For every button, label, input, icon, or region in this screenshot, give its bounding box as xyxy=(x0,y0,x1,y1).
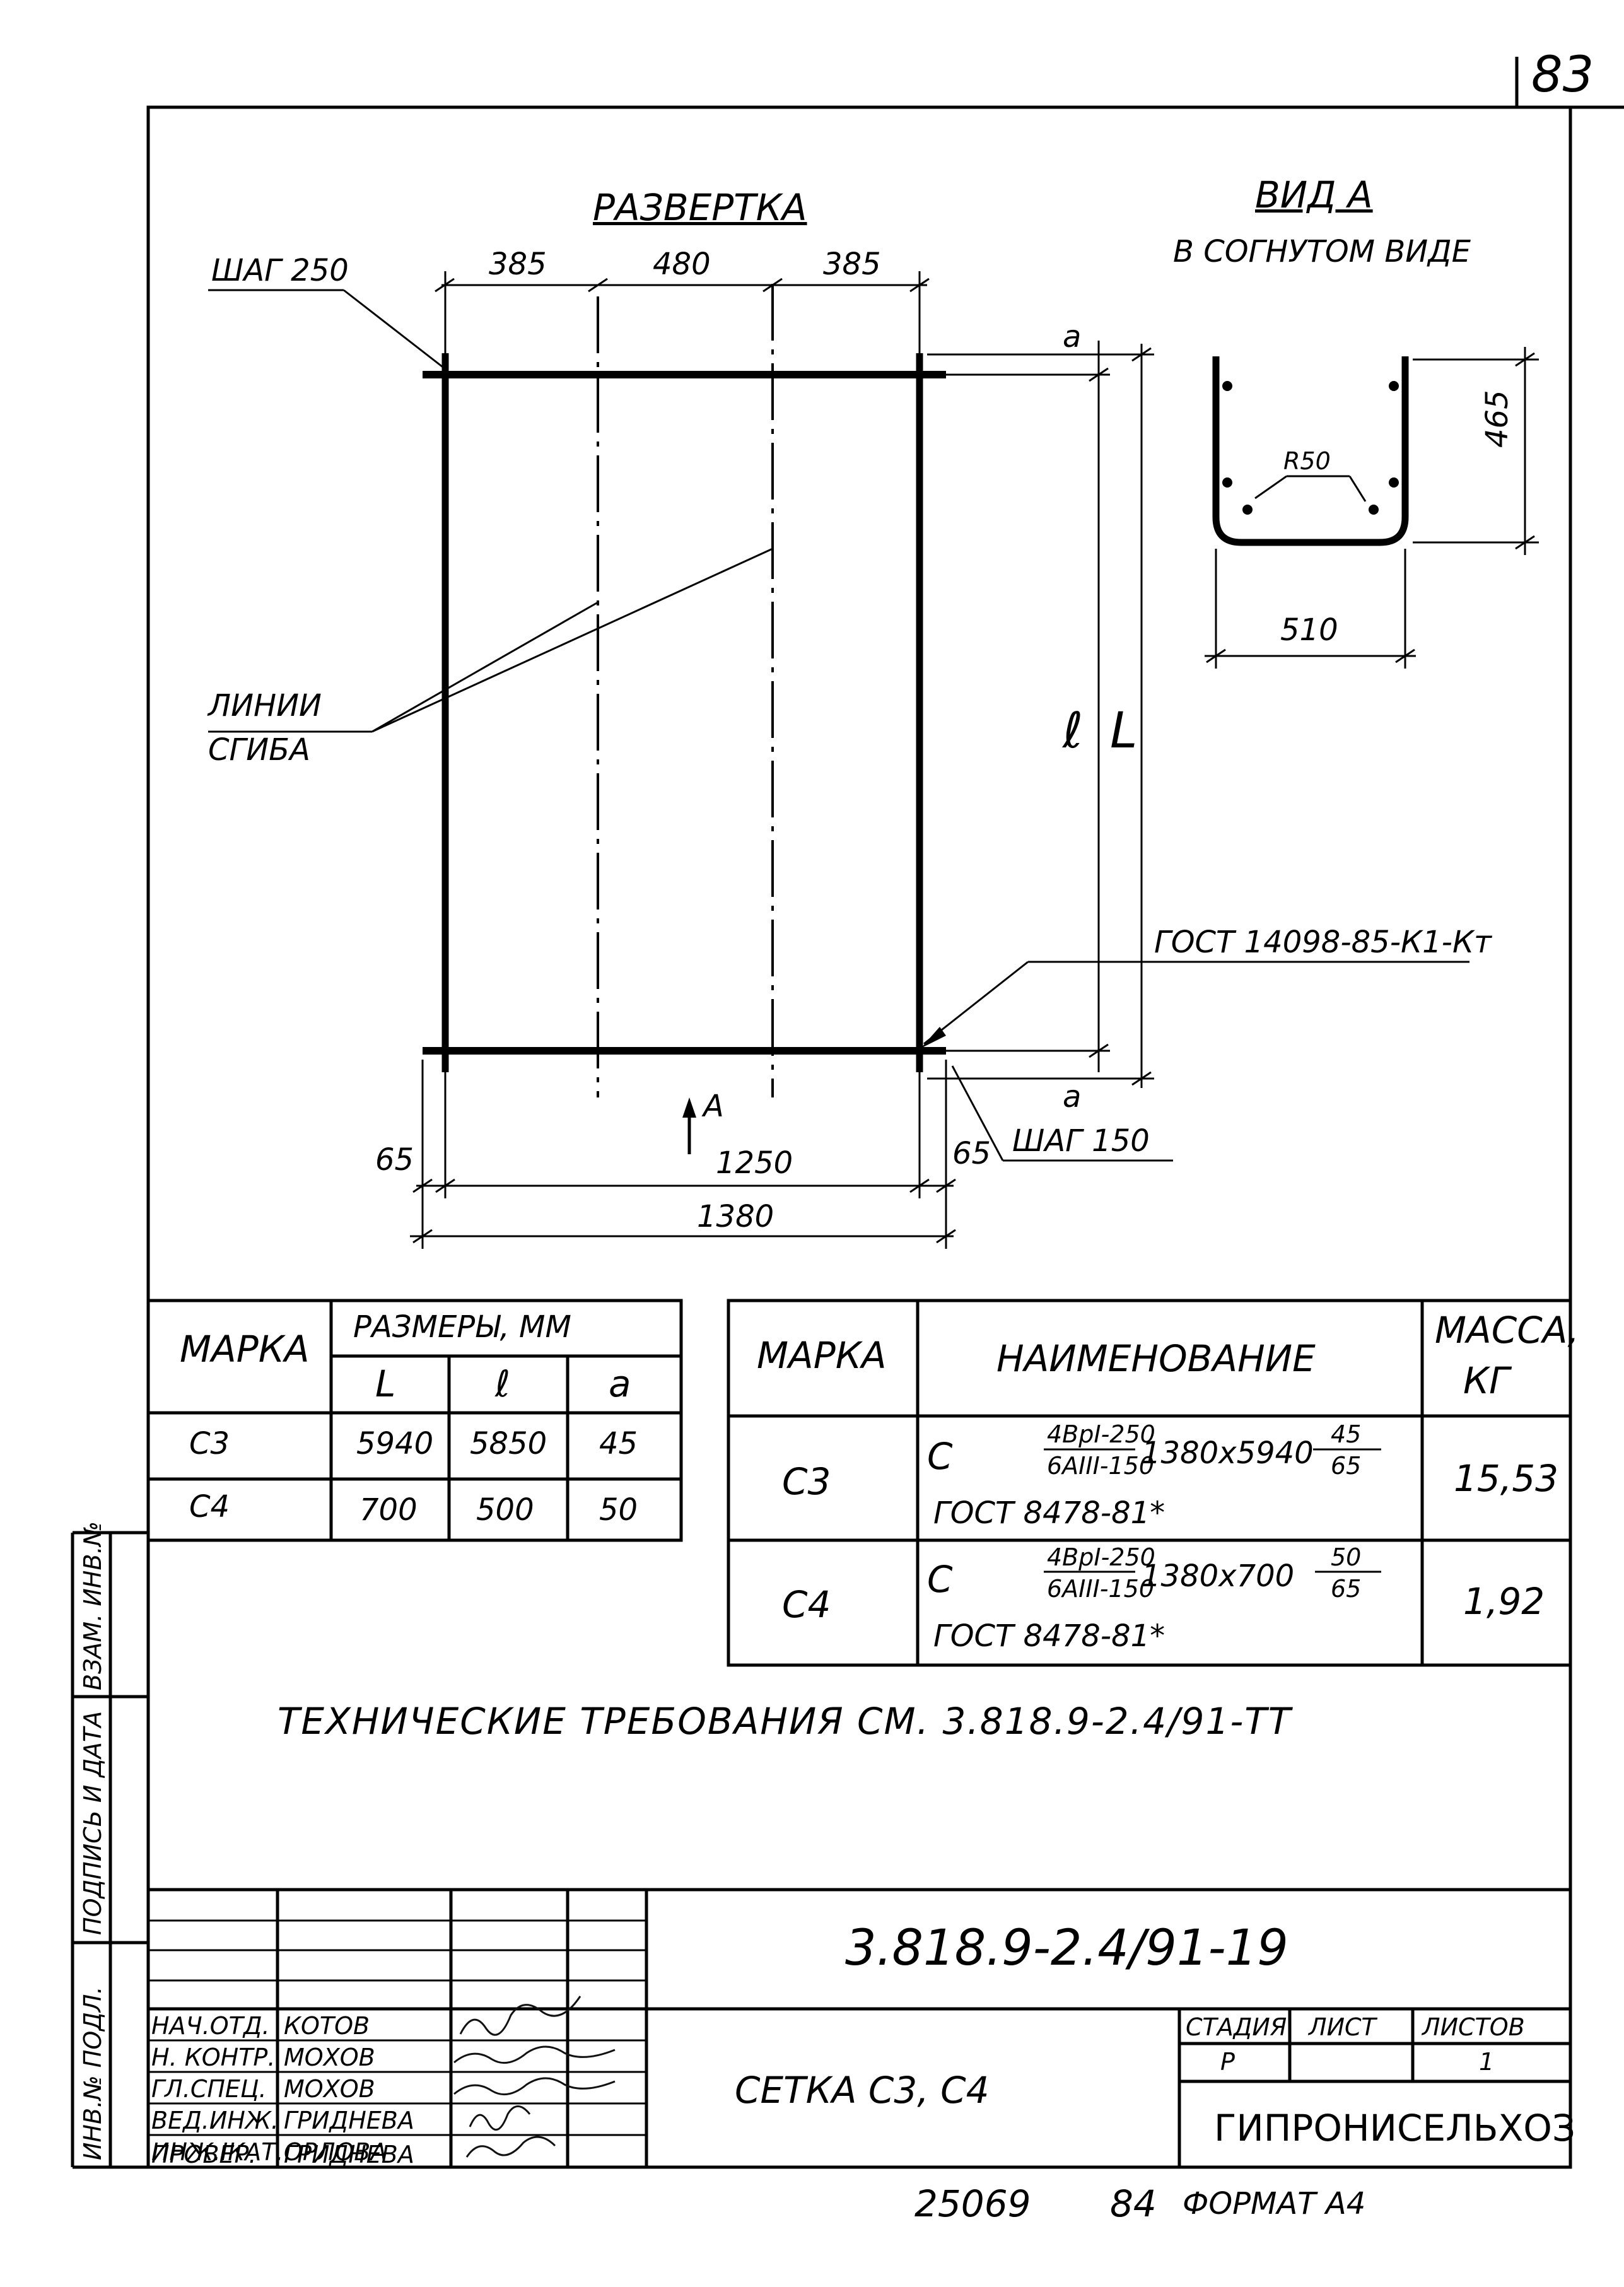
sizes-sub-a: a xyxy=(609,1362,631,1405)
pitch-top: ШАГ 250 xyxy=(211,253,349,288)
spec-row1-frac-bottom: 6АIII-150 xyxy=(1047,1452,1155,1480)
spec-row1-size: 1380x5940 xyxy=(1142,1436,1314,1471)
spec-row1-mark: С3 xyxy=(782,1460,831,1503)
sizes-row1-L: 5940 xyxy=(356,1426,434,1461)
staff-name-3: МОХОВ xyxy=(284,2075,375,2103)
stage-value: Р xyxy=(1220,2048,1235,2076)
staff-name-1: КОТОВ xyxy=(284,2012,370,2040)
sizes-sub-l: ℓ xyxy=(495,1362,510,1405)
sheet-frame xyxy=(146,105,1572,2169)
spec-header-mass-1: МАССА, xyxy=(1435,1309,1579,1352)
staff-role-1: НАЧ.ОТД. xyxy=(151,2012,270,2040)
sizes-row2-L: 700 xyxy=(359,1492,418,1528)
view-width: 510 xyxy=(1280,612,1338,648)
dim-a-bottom: a xyxy=(1063,1079,1082,1114)
spec-row1-mass: 15,53 xyxy=(1454,1457,1559,1500)
sheet-number: 83 xyxy=(1531,47,1594,103)
weld-std: ГОСТ 14098-85-К1-Кт xyxy=(1154,925,1492,960)
staff-name-2: МОХОВ xyxy=(284,2044,375,2071)
staff-role-3: ГЛ.СПЕЦ. xyxy=(151,2075,267,2103)
spec-row2-tail-top: 50 xyxy=(1331,1543,1362,1571)
signature-2 xyxy=(453,2045,616,2064)
drawing-name: СЕТКА С3, С4 xyxy=(735,2069,990,2112)
staff-role-5: ИНЖ.IКАТ. xyxy=(151,2138,284,2166)
sizes-row1-l: 5850 xyxy=(470,1426,547,1461)
spec-row1-tail-bottom: 65 xyxy=(1331,1452,1362,1480)
dim-l-small: ℓ xyxy=(1063,703,1084,759)
signature-1 xyxy=(459,1996,581,2036)
sizes-row1-a: 45 xyxy=(599,1426,638,1461)
bend-lines-1: ЛИНИИ xyxy=(208,688,322,723)
dim-total: 1380 xyxy=(697,1199,774,1234)
staff-role-4: ВЕД.ИНЖ. xyxy=(151,2107,279,2134)
view-radius: R50 xyxy=(1283,447,1331,475)
sizes-row1-mark: С3 xyxy=(189,1426,230,1461)
staff-name-6: ГРИДНЕВА xyxy=(284,2141,414,2168)
staff-name-5: ОРЛОВА xyxy=(284,2138,387,2166)
dim-inner: 1250 xyxy=(716,1145,793,1181)
dim-left: 65 xyxy=(375,1142,414,1178)
spec-row1-frac-top: 4ВрI-250 xyxy=(1047,1420,1155,1448)
spec-row1-std: ГОСТ 8478-81* xyxy=(933,1495,1165,1531)
unfolded-title: РАЗВЕРТКА xyxy=(593,186,807,229)
doc-code: 3.818.9-2.4/91-19 xyxy=(845,1920,1288,1977)
spec-header-mark: МАРКА xyxy=(757,1334,887,1377)
sheet-header: ЛИСТ xyxy=(1309,2013,1376,2041)
sizes-row2-l: 500 xyxy=(476,1492,534,1528)
organization: ГИПРОНИСЕЛЬХОЗ xyxy=(1214,2107,1576,2150)
sheets-value: 1 xyxy=(1479,2048,1495,2076)
dim-top-1: 385 xyxy=(489,247,547,282)
spec-row2-frac-bottom: 6АIII-150 xyxy=(1047,1575,1155,1603)
stage-header: СТАДИЯ xyxy=(1186,2013,1287,2041)
footer-num: 25069 xyxy=(914,2182,1031,2225)
spec-row2-tail-bottom: 65 xyxy=(1331,1575,1362,1603)
spec-row1-tail-top: 45 xyxy=(1331,1420,1362,1448)
signature-3 xyxy=(453,2077,616,2096)
staff-role-2: Н. КОНТР. xyxy=(151,2044,276,2071)
signature-4 xyxy=(469,2105,531,2131)
dim-L: L xyxy=(1110,703,1138,759)
footer-num2: 84 xyxy=(1110,2182,1157,2225)
spec-row2-prefix: С xyxy=(927,1558,953,1601)
tech-requirements: ТЕХНИЧЕСКИЕ ТРЕБОВАНИЯ СМ. 3.818.9-2.4/9… xyxy=(277,1700,1292,1743)
spec-row2-mass: 1,92 xyxy=(1463,1580,1545,1623)
pitch-bottom: ШАГ 150 xyxy=(1012,1123,1150,1159)
spec-header-name: НАИМЕНОВАНИЕ xyxy=(996,1337,1316,1380)
staff-role-6-visible: ПРОВЕР. xyxy=(151,2141,257,2168)
spec-row2-std: ГОСТ 8478-81* xyxy=(933,1618,1165,1654)
spec-row2-frac-top: 4ВрI-250 xyxy=(1047,1543,1155,1571)
staff-name-4: ГРИДНЕВА xyxy=(284,2107,414,2134)
bend-lines-2: СГИБА xyxy=(208,732,310,768)
spec-row1-prefix: С xyxy=(927,1435,953,1478)
spec-row2-mark: С4 xyxy=(782,1583,831,1626)
spec-row2-size: 1380x700 xyxy=(1142,1559,1295,1594)
sizes-row2-a: 50 xyxy=(599,1492,638,1528)
dim-a-top: a xyxy=(1063,319,1082,354)
view-subtitle: В СОГНУТОМ ВИДЕ xyxy=(1173,234,1471,269)
spec-header-mass-2: КГ xyxy=(1463,1359,1510,1402)
dim-top-2: 480 xyxy=(653,247,711,282)
sizes-sub-L: L xyxy=(375,1362,396,1405)
dim-top-3: 385 xyxy=(823,247,881,282)
sheets-header: ЛИСТОВ xyxy=(1422,2013,1525,2041)
footer-format: ФОРМАТ А4 xyxy=(1183,2186,1366,2221)
view-title: ВИД А xyxy=(1255,173,1373,216)
dim-right: 65 xyxy=(952,1136,991,1171)
view-arrow-label: A xyxy=(703,1089,724,1124)
sizes-header-mark: МАРКА xyxy=(180,1328,310,1371)
sizes-header-sizes: РАЗМЕРЫ, ММ xyxy=(353,1309,571,1345)
signature-5 xyxy=(465,2136,556,2158)
sizes-row2-mark: С4 xyxy=(189,1489,230,1524)
